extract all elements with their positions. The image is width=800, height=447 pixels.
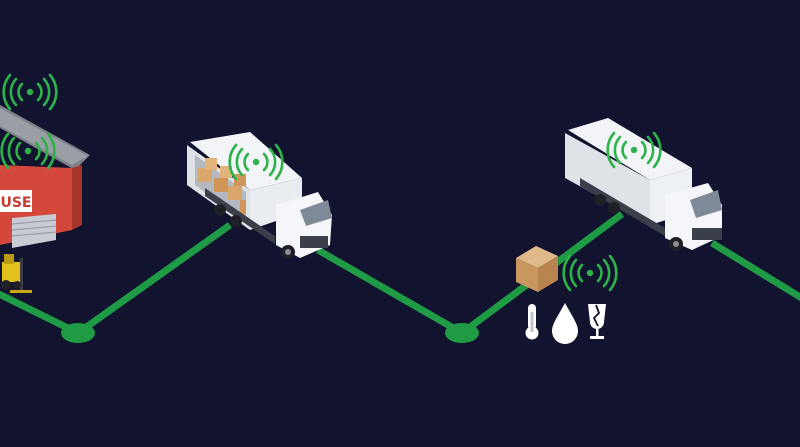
package-rfid-signal-icon — [562, 254, 618, 292]
forklift-icon — [1, 254, 32, 293]
warehouse-sign — [0, 190, 32, 212]
warehouse-rfid-signal-icon — [2, 73, 58, 111]
warehouse-icon: USE — [0, 105, 90, 248]
truck-icon-1 — [187, 132, 332, 259]
warehouse-sign-text: USE — [0, 195, 31, 211]
truck-icon-2 — [565, 118, 722, 251]
package-box-icon — [516, 246, 558, 292]
cargo-boxes — [198, 158, 246, 214]
route-node-1 — [61, 323, 95, 343]
fragile-glass-icon — [588, 304, 606, 339]
thermometer-icon — [525, 304, 539, 340]
route-node-2 — [445, 323, 479, 343]
water-drop-icon — [552, 303, 578, 344]
route-path — [0, 211, 800, 343]
